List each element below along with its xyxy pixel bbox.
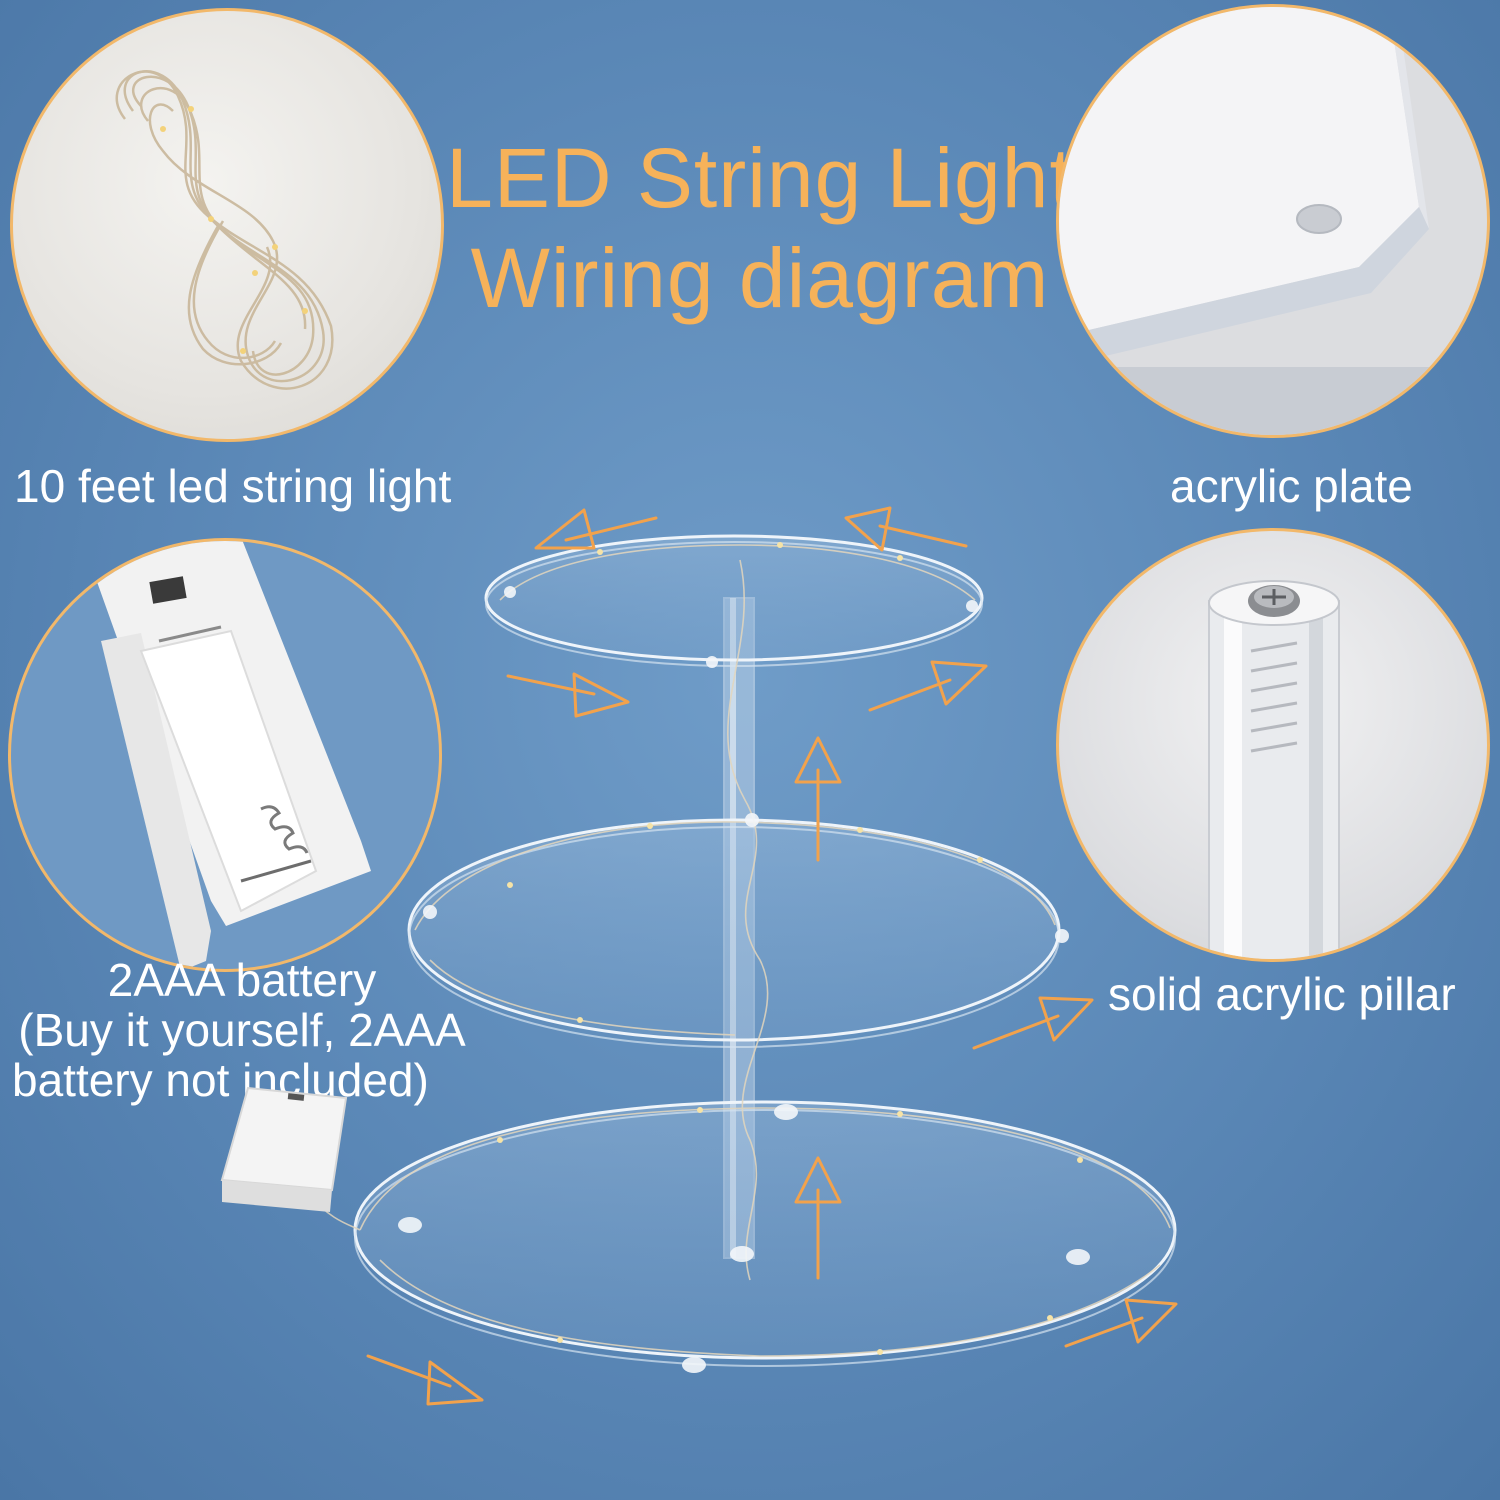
pillar-screw-icon xyxy=(1208,580,1340,959)
tier-bottom xyxy=(353,1100,1177,1367)
flow-arrow-icon xyxy=(366,506,1178,1406)
tier-top xyxy=(484,534,984,667)
title-line-2: Wiring diagram xyxy=(470,231,1050,325)
plate-bolts xyxy=(398,586,1090,1373)
title-line-1: LED String Light xyxy=(446,131,1074,225)
string-light-coil-icon xyxy=(115,70,334,390)
battery-label: 2AAA battery (Buy it yourself, 2AAA batt… xyxy=(12,955,472,1105)
string-light-bulbs xyxy=(497,542,1083,1355)
acrylic-plate-corner-icon xyxy=(1059,7,1487,435)
acrylic-plate-circle xyxy=(1056,4,1490,438)
string-light-circle xyxy=(10,8,444,442)
battery-pack xyxy=(220,1086,348,1212)
battery-box-icon xyxy=(86,541,371,969)
pillar-label: solid acrylic pillar xyxy=(1108,968,1456,1020)
battery-label-line-1: 2AAA battery xyxy=(107,954,377,1006)
battery-circle xyxy=(8,538,442,972)
battery-label-line-3: battery not included) xyxy=(12,1054,429,1106)
battery-label-line-2: (Buy it yourself, 2AAA xyxy=(18,1004,466,1056)
pillar-circle xyxy=(1056,528,1490,962)
acrylic-plate-label: acrylic plate xyxy=(1170,460,1413,512)
string-light-label: 10 feet led string light xyxy=(14,460,452,512)
diagram-title: LED String Light Wiring diagram xyxy=(440,128,1080,328)
